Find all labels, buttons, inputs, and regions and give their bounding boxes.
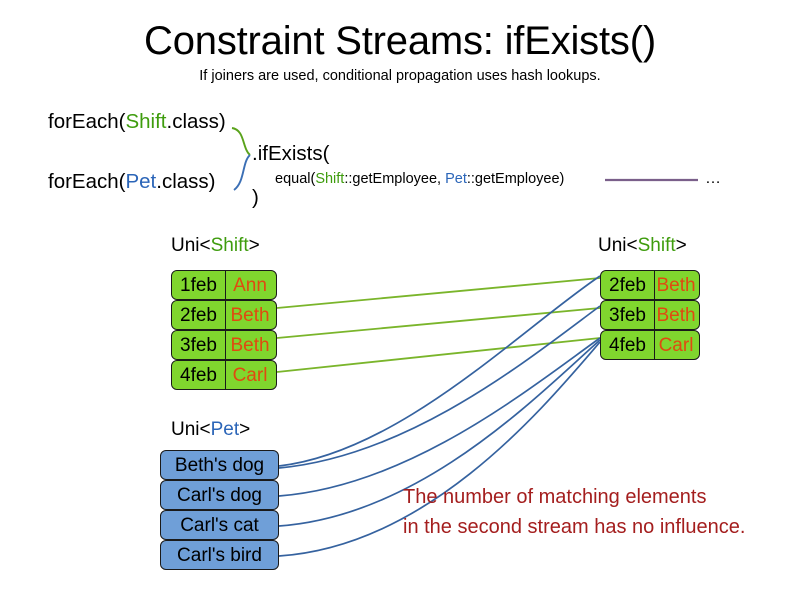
annotation-line-1: The number of matching elements bbox=[403, 486, 707, 508]
code-ellipsis: … bbox=[705, 170, 723, 187]
shift-right-row-2-date: 4feb bbox=[601, 331, 655, 359]
code-foreach-shift-type: Shift bbox=[125, 110, 167, 133]
code-equal-prefix: equal( bbox=[275, 171, 316, 187]
shift-right-row-0[interactable]: 2feb Beth bbox=[600, 270, 700, 300]
code-foreach-pet-type: Pet bbox=[125, 170, 157, 193]
wire-shift-2feb bbox=[276, 277, 601, 309]
code-equal-right-ref: ::getEmployee) bbox=[466, 171, 565, 187]
shift-left-row-0[interactable]: 1feb Ann bbox=[171, 270, 277, 300]
wire-pet-beths-dog-to-3feb bbox=[278, 305, 601, 469]
pet-row-2[interactable]: Carl's cat bbox=[160, 510, 279, 540]
shift-left-row-0-date: 1feb bbox=[172, 271, 226, 299]
label-uni-shift-right-prefix: Uni< bbox=[598, 235, 638, 256]
shift-right-row-2[interactable]: 4feb Carl bbox=[600, 330, 700, 360]
label-uni-pet-type: Pet bbox=[210, 419, 240, 440]
wire-pet-carls-dog-to-4feb bbox=[278, 337, 601, 497]
shift-left-row-0-name: Ann bbox=[233, 274, 267, 296]
shift-left-row-2[interactable]: 3feb Beth bbox=[171, 330, 277, 360]
code-foreach-shift-suffix: .class) bbox=[166, 110, 226, 133]
label-uni-shift-left-type: Shift bbox=[210, 235, 249, 256]
shift-right-row-1-date: 3feb bbox=[601, 301, 655, 329]
label-uni-shift-right: Uni<Shift> bbox=[598, 234, 687, 258]
slide-subtitle: If joiners are used, conditional propaga… bbox=[199, 68, 601, 84]
label-uni-shift-right-suffix: > bbox=[675, 235, 687, 256]
pet-row-2-name: Carl's cat bbox=[180, 514, 259, 536]
code-foreach-pet-prefix: forEach( bbox=[48, 170, 126, 193]
code-foreach-pet: forEach(Pet.class) bbox=[48, 170, 216, 194]
code-close-paren: ) bbox=[252, 186, 259, 209]
annotation-note: The number of matching elements in the s… bbox=[403, 482, 783, 542]
shift-left-row-2-name: Beth bbox=[230, 334, 270, 356]
shift-left-row-3[interactable]: 4feb Carl bbox=[171, 360, 277, 390]
shift-right-row-0-name: Beth bbox=[656, 274, 696, 296]
brace-green-segment bbox=[231, 127, 251, 156]
pet-row-0-name: Beth's dog bbox=[174, 454, 265, 476]
shift-left-row-1-date: 2feb bbox=[172, 301, 226, 329]
brace-blue-segment bbox=[233, 154, 251, 191]
wire-pet-beths-dog-to-2feb bbox=[278, 275, 601, 467]
code-equal-joiner: equal(Shift::getEmployee, Pet::getEmploy… bbox=[275, 170, 564, 188]
label-uni-pet: Uni<Pet> bbox=[171, 418, 250, 442]
label-uni-shift-right-type: Shift bbox=[637, 235, 676, 256]
code-equal-left-ref: ::getEmployee, bbox=[344, 171, 446, 187]
shift-left-row-2-date: 3feb bbox=[172, 331, 226, 359]
pet-row-3-name: Carl's bird bbox=[177, 544, 262, 566]
slide-title: Constraint Streams: ifExists() bbox=[144, 19, 656, 63]
wire-shift-4feb bbox=[276, 337, 601, 373]
code-equal-left-type: Shift bbox=[315, 171, 345, 187]
shift-left-row-3-name: Carl bbox=[232, 364, 268, 386]
pet-row-0[interactable]: Beth's dog bbox=[160, 450, 279, 480]
pet-row-1[interactable]: Carl's dog bbox=[160, 480, 279, 510]
annotation-line-2: in the second stream has no influence. bbox=[403, 516, 746, 538]
code-foreach-pet-suffix: .class) bbox=[156, 170, 216, 193]
label-uni-pet-suffix: > bbox=[239, 419, 251, 440]
code-ifexists-open: .ifExists( bbox=[252, 142, 330, 165]
label-uni-shift-left-suffix: > bbox=[248, 235, 260, 256]
code-foreach-shift-prefix: forEach( bbox=[48, 110, 126, 133]
pet-row-1-name: Carl's dog bbox=[177, 484, 262, 506]
shift-right-row-1[interactable]: 3feb Beth bbox=[600, 300, 700, 330]
shift-left-row-3-date: 4feb bbox=[172, 361, 226, 389]
shift-right-row-2-name: Carl bbox=[658, 334, 694, 356]
label-uni-shift-left-prefix: Uni< bbox=[171, 235, 211, 256]
wire-shift-3feb bbox=[276, 307, 601, 339]
code-equal-right-type: Pet bbox=[445, 171, 467, 187]
shift-left-row-1-name: Beth bbox=[230, 304, 270, 326]
code-foreach-shift: forEach(Shift.class) bbox=[48, 110, 226, 134]
pet-row-3[interactable]: Carl's bird bbox=[160, 540, 279, 570]
shift-left-row-1[interactable]: 2feb Beth bbox=[171, 300, 277, 330]
shift-right-row-1-name: Beth bbox=[656, 304, 696, 326]
shift-right-row-0-date: 2feb bbox=[601, 271, 655, 299]
label-uni-shift-left: Uni<Shift> bbox=[171, 234, 260, 258]
label-uni-pet-prefix: Uni< bbox=[171, 419, 211, 440]
